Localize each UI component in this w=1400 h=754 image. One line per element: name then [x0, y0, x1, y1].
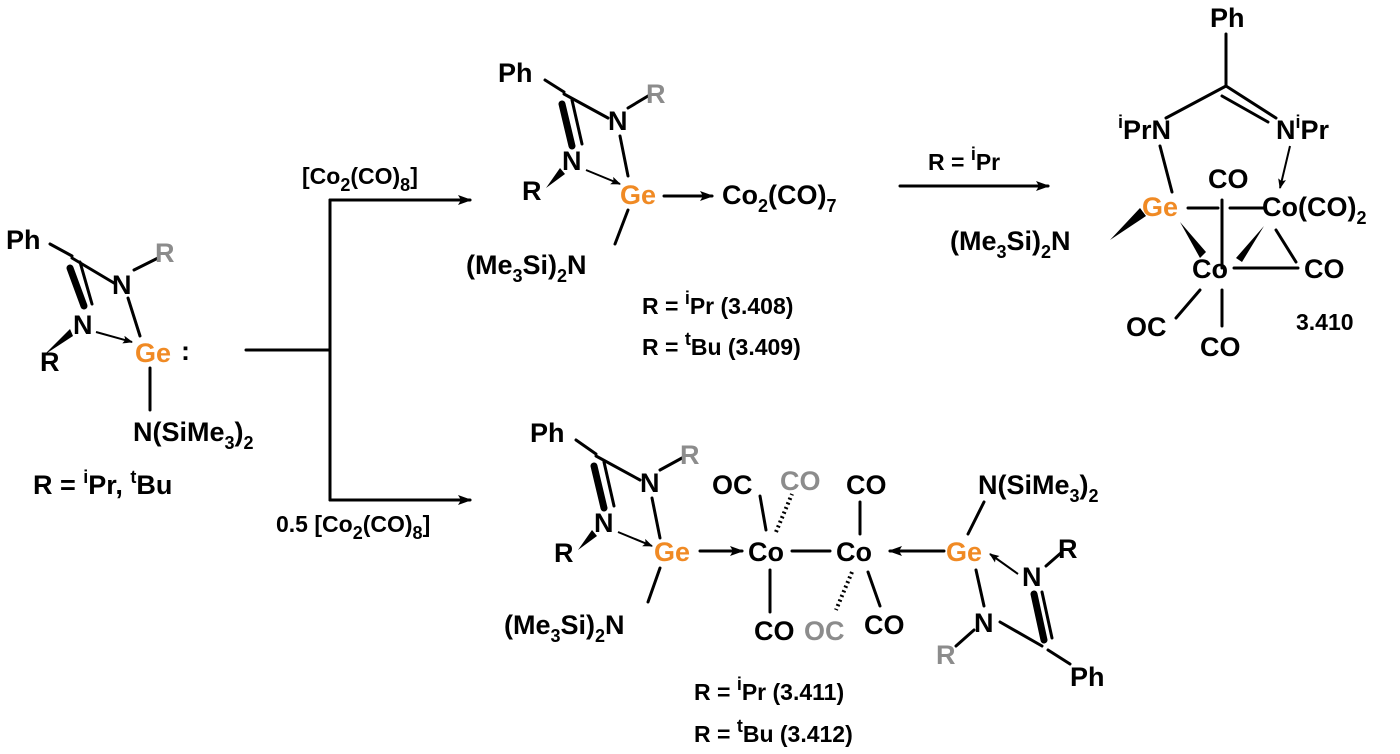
arrow-to-3410: R = iPr — [898, 144, 1050, 191]
carbonyl-top-right: CO — [846, 470, 887, 500]
germanium-left: Ge — [654, 537, 690, 567]
carbonyl-oc-top: OC — [712, 470, 753, 500]
r-group: R — [522, 176, 542, 206]
branching-arrows: [Co2(CO)8] 0.5 [Co2(CO)8] — [244, 163, 472, 543]
amidinate-n-top: N — [112, 270, 132, 300]
r-group-grey-right: R — [936, 640, 956, 670]
compound-3410: 3.410 — [1296, 309, 1354, 335]
phenyl-label: Ph — [6, 225, 41, 255]
product-3410: Ph iPrN NiPr Ge (Me3Si)2N CO Co(CO)2 Co … — [950, 3, 1367, 362]
phenyl-label-right: Ph — [1070, 662, 1105, 692]
carbonyl-right: CO — [1304, 254, 1345, 284]
r-group-grey-left: R — [680, 440, 700, 470]
germanium-atom: Ge — [1142, 192, 1178, 222]
germanium-atom: Ge — [620, 180, 656, 210]
nipr-right: NiPr — [1276, 112, 1330, 145]
germanium-atom: Ge — [135, 338, 171, 368]
amidinate-n-top-right: N — [1022, 562, 1042, 592]
carbonyl-bridge-top: CO — [1208, 164, 1249, 194]
condition-label: R = iPr — [928, 144, 1000, 175]
r-group: R — [40, 347, 60, 377]
carbonyl-grey-bottom: OC — [804, 616, 845, 646]
germanium-right: Ge — [946, 537, 982, 567]
amide-label: (Me3Si)2N — [950, 226, 1071, 262]
amidinate-n-top-left: N — [640, 468, 660, 498]
carbonyl-oc: OC — [1126, 312, 1167, 342]
lone-pair: : — [181, 336, 190, 366]
compound-3409: R = tBu (3.409) — [642, 329, 801, 360]
phenyl-label: Ph — [1210, 3, 1245, 33]
cobalt-co2: Co(CO)2 — [1262, 192, 1367, 228]
carbonyl-bottom-right: CO — [864, 610, 905, 640]
r-group-grey: R — [646, 79, 666, 109]
compound-3408: R = iPr (3.408) — [642, 288, 793, 319]
carbonyl-grey-top: CO — [780, 466, 821, 496]
phenyl-label: Ph — [498, 58, 533, 88]
amide-right: N(SiMe3)2 — [978, 470, 1099, 506]
r-group-right: R — [1058, 534, 1078, 564]
amide-left: (Me3Si)2N — [504, 610, 625, 646]
phenyl-label-left: Ph — [530, 418, 565, 448]
r-group-grey: R — [155, 238, 175, 268]
r-group-left: R — [554, 538, 574, 568]
reagent-bottom: 0.5 [Co2(CO)8] — [276, 511, 430, 543]
carbonyl-bottom: CO — [1200, 332, 1241, 362]
nipr-left: iPrN — [1118, 112, 1171, 145]
amidinate-n-bottom-right: N — [974, 608, 994, 638]
starting-germylene: Ph N R N R Ge : N(SiMe3)2 R = iPr, tBu — [6, 225, 254, 500]
amidinate-n-bottom: N — [73, 310, 93, 340]
top-product: Ph N R N R Ge Co2(CO)7 (Me3Si)2N R = iPr… — [466, 58, 837, 360]
amidinate-n-bottom-left: N — [594, 508, 614, 538]
reagent-top: [Co2(CO)8] — [302, 163, 418, 195]
carbonyl-bottom-left: CO — [754, 616, 795, 646]
r-definition: R = iPr, tBu — [33, 467, 172, 500]
cobalt-atom: Co — [1192, 254, 1228, 284]
amidinate-n-top: N — [608, 106, 628, 136]
cobalt-left: Co — [748, 537, 784, 567]
cobalt-right: Co — [836, 537, 872, 567]
amide-label: (Me3Si)2N — [466, 250, 587, 286]
cobalt-carbonyl: Co2(CO)7 — [722, 180, 837, 216]
compound-3411: R = iPr (3.411) — [694, 674, 844, 705]
bottom-product: Ph N R N R Ge (Me3Si)2N Co Co OC CO CO C… — [504, 418, 1105, 747]
compound-3412: R = tBu (3.412) — [694, 716, 853, 747]
amide-label: N(SiMe3)2 — [133, 417, 254, 453]
amidinate-n-bottom: N — [562, 146, 582, 176]
